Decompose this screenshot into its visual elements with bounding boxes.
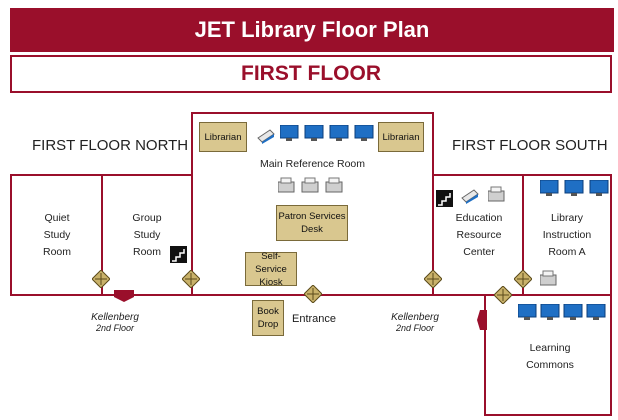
door-icon[interactable] bbox=[304, 285, 322, 303]
page-title: JET Library Floor Plan bbox=[10, 8, 614, 52]
section-north-label: FIRST FLOOR NORTH bbox=[32, 137, 189, 154]
stairs-icon bbox=[170, 246, 187, 263]
computer-icon bbox=[586, 304, 606, 320]
scanner-icon bbox=[461, 189, 479, 204]
printer-icon bbox=[325, 177, 343, 193]
door-icon[interactable] bbox=[92, 270, 110, 288]
stairs-icon bbox=[436, 190, 453, 207]
computer-icon bbox=[564, 180, 584, 196]
computer-icon bbox=[280, 125, 299, 141]
kellenberg-connector-icon[interactable] bbox=[477, 310, 487, 330]
section-south-label: FIRST FLOOR SOUTH bbox=[452, 137, 608, 154]
printer-icon bbox=[488, 186, 505, 202]
computer-icon bbox=[304, 125, 324, 141]
computer-icon bbox=[518, 304, 537, 320]
computer-icon bbox=[354, 125, 374, 141]
door-icon[interactable] bbox=[514, 270, 532, 288]
computer-icon bbox=[589, 180, 609, 196]
printer-icon bbox=[301, 177, 319, 193]
printer-row bbox=[278, 177, 343, 193]
kellenberg-left-label: Kellenberg 2nd Floor bbox=[91, 312, 139, 333]
door-icon[interactable] bbox=[494, 286, 512, 304]
main-reference-label: Main Reference Room bbox=[259, 158, 366, 170]
kellenberg-connector-icon[interactable] bbox=[114, 290, 134, 302]
door-icon[interactable] bbox=[424, 270, 442, 288]
computer-icon bbox=[540, 304, 560, 320]
quiet-study-room[interactable] bbox=[10, 174, 103, 296]
computer-row bbox=[540, 180, 609, 196]
door-icon[interactable] bbox=[182, 270, 200, 288]
computer-row bbox=[280, 125, 374, 141]
floor-subtitle: FIRST FLOOR bbox=[10, 55, 612, 93]
corridor-wall bbox=[191, 294, 486, 296]
computer-icon bbox=[540, 180, 559, 196]
printer-icon bbox=[540, 270, 557, 286]
kellenberg-right-label: Kellenberg 2nd Floor bbox=[391, 312, 439, 333]
entrance-label: Entrance bbox=[292, 313, 337, 325]
librarian-desk-right: Librarian bbox=[378, 122, 424, 152]
computer-icon bbox=[329, 125, 349, 141]
computer-icon bbox=[563, 304, 583, 320]
group-study-room[interactable] bbox=[101, 174, 193, 296]
scanner-icon bbox=[257, 129, 275, 144]
printer-icon bbox=[278, 177, 295, 193]
computer-row bbox=[518, 304, 606, 320]
librarian-desk-left: Librarian bbox=[199, 122, 247, 152]
